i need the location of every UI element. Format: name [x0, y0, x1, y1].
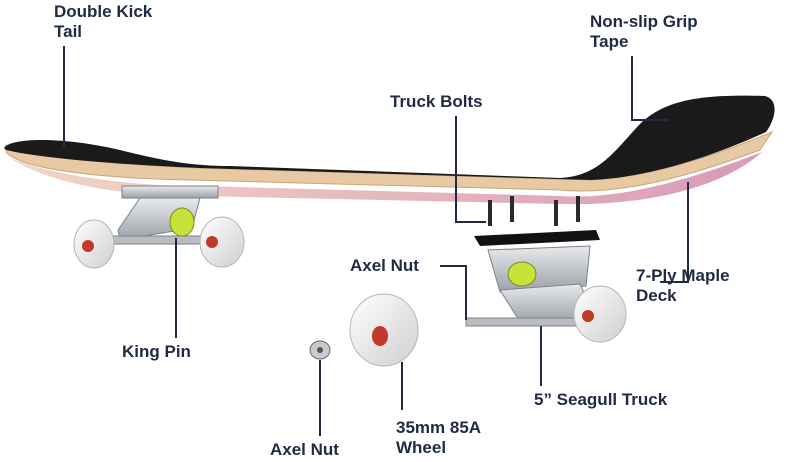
leader-grip-tape — [631, 56, 668, 121]
right-axle — [465, 317, 587, 327]
right-wheel — [573, 285, 627, 343]
label-truck-bolts: Truck Bolts — [390, 92, 483, 111]
truck-bolts — [488, 196, 580, 226]
leader-lines — [63, 46, 689, 436]
right-wheel-bearing — [582, 310, 594, 322]
loose-wheel-bearing — [372, 326, 388, 346]
left-bushing — [169, 207, 195, 237]
riser-pad — [474, 230, 600, 246]
right-bushing — [507, 261, 537, 287]
left-wheel-front-bearing — [206, 236, 218, 248]
label-double-kick-tail: Double Kick Tail — [54, 2, 153, 41]
label-wheel: 35mm 85A Wheel — [396, 418, 482, 457]
left-wheel-front — [199, 216, 245, 268]
loose-axel-nut-hole — [317, 347, 323, 353]
label-axel-nut-top: Axel Nut — [350, 256, 419, 275]
left-truck-baseplate — [121, 185, 219, 199]
label-grip-tape: Non-slip Grip Tape — [590, 12, 698, 51]
left-wheel-back-bearing — [82, 240, 94, 252]
leader-maple-deck — [660, 182, 689, 283]
leader-axel-nut-top — [440, 265, 467, 320]
label-maple-deck: 7-Ply Maple Deck — [636, 266, 730, 305]
leader-truck-bolts — [455, 116, 486, 223]
left-wheel-back — [73, 219, 115, 269]
grip-tape — [4, 95, 775, 180]
label-seagull-truck: 5” Seagull Truck — [534, 390, 668, 409]
label-axel-nut-bottom: Axel Nut — [270, 440, 339, 459]
label-king-pin: King Pin — [122, 342, 191, 361]
